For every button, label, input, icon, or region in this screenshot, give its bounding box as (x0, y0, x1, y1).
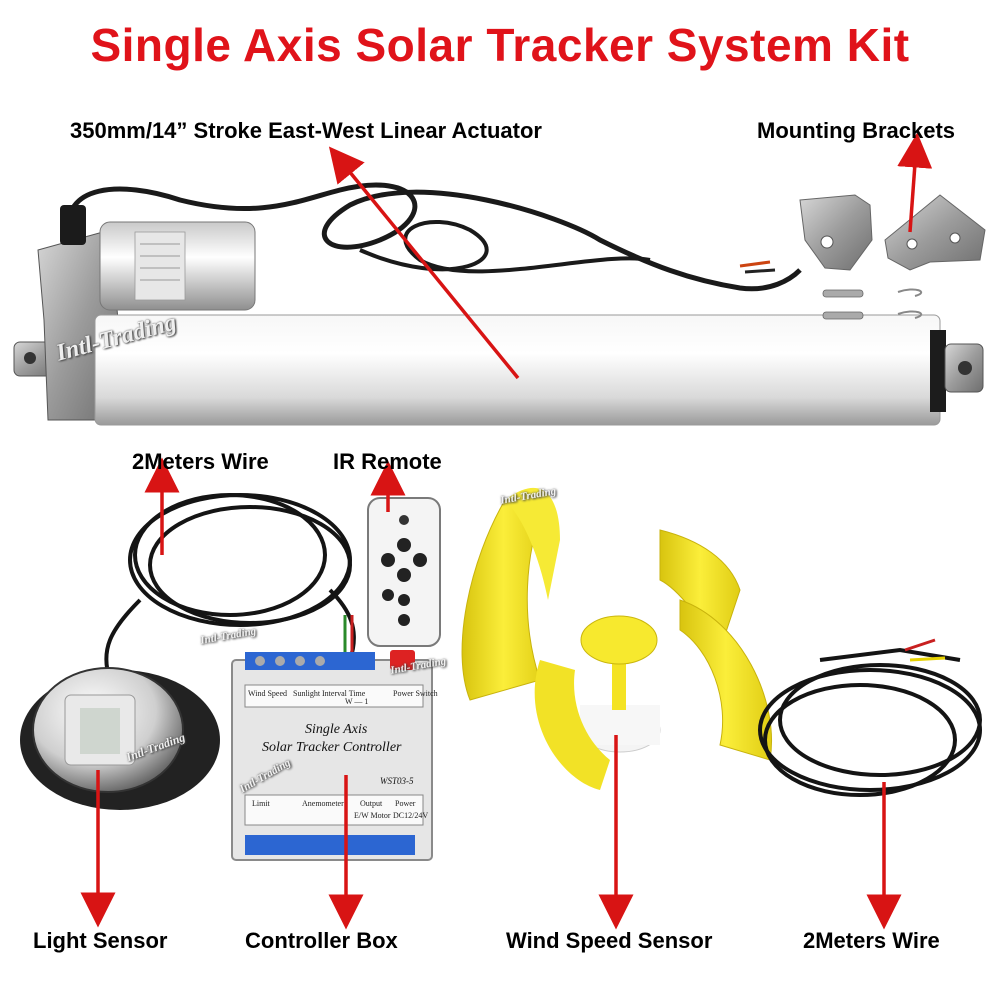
light-sensor (20, 667, 220, 810)
wind-speed-sensor (461, 487, 772, 790)
label-wind-speed-sensor: Wind Speed Sensor (506, 928, 713, 953)
label-mounting-brackets: Mounting Brackets (757, 118, 956, 143)
controller-cell: Anemometer (302, 799, 344, 808)
label-left-wire: 2Meters Wire (132, 449, 269, 474)
controller-cell: Limit (252, 799, 270, 808)
controller-cell: Power (395, 799, 416, 808)
controller-model: WST03-5 (380, 776, 414, 786)
controller-cell: W — 1 (345, 697, 369, 706)
label-controller-box: Controller Box (245, 928, 398, 953)
controller-cell: Wind Speed (248, 689, 288, 698)
controller-cell: DC12/24V (393, 811, 429, 820)
controller-cell: Sunlight (293, 689, 321, 698)
controller-cell: Output (360, 799, 383, 808)
page-title: Single Axis Solar Tracker System Kit (90, 19, 910, 71)
remote-control-icon (367, 497, 441, 647)
left-cable-coil (104, 493, 356, 681)
mounting-brackets (799, 194, 986, 320)
arrow-up (328, 146, 520, 380)
label-linear-actuator: 350mm/14” Stroke East-West Linear Actuat… (70, 118, 542, 143)
controller-cell: Interval Time (322, 689, 366, 698)
controller-name-line2: Solar Tracker Controller (262, 740, 402, 755)
linear-actuator (13, 182, 984, 426)
controller-box (231, 650, 433, 861)
right-cable-coil (758, 638, 982, 797)
arrow-up (897, 132, 933, 233)
label-ir-remote: IR Remote (333, 449, 442, 474)
label-right-wire: 2Meters Wire (803, 928, 940, 953)
callout-arrows (80, 132, 933, 930)
controller-cell: E/W Motor (354, 811, 391, 820)
controller-name-line1: Single Axis (305, 722, 368, 737)
controller-cell: Power Switch (393, 689, 438, 698)
label-light-sensor: Light Sensor (33, 928, 168, 953)
